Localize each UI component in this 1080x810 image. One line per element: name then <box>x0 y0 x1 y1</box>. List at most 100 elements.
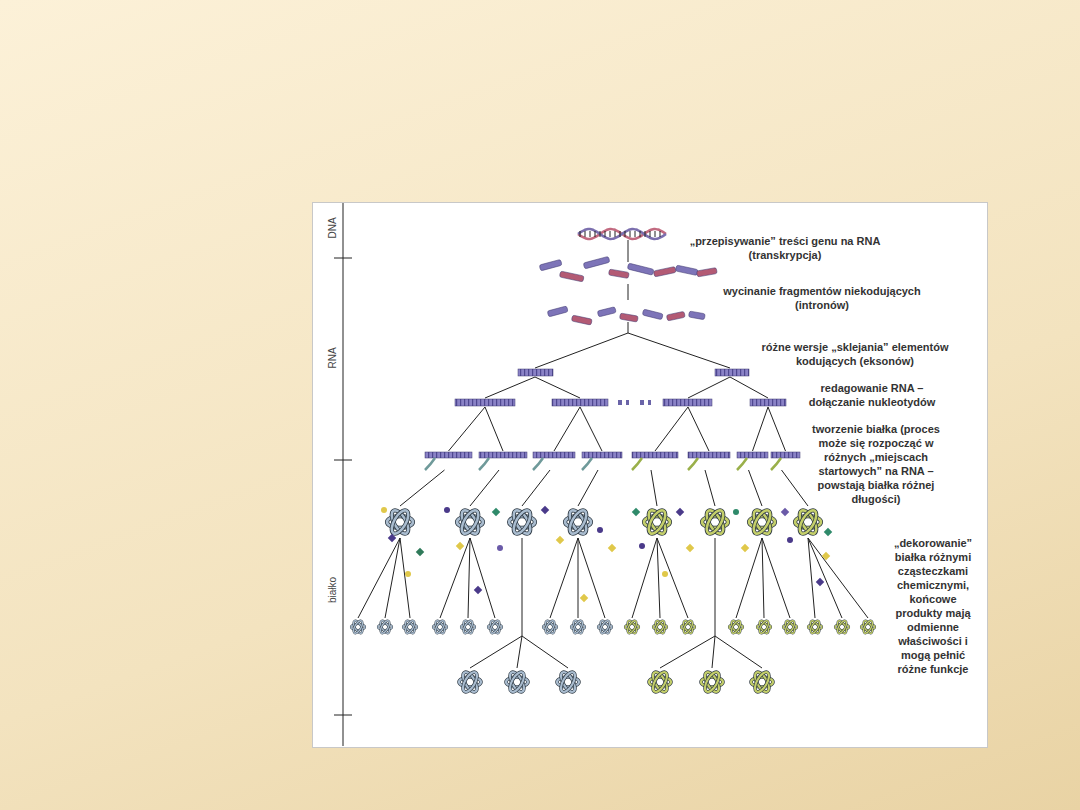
protein-loop <box>507 670 527 694</box>
protein-loop <box>626 619 638 634</box>
protein-loop <box>730 619 742 634</box>
exon-bar <box>518 369 553 376</box>
dna-rung <box>625 231 626 237</box>
protein-loop <box>599 619 611 634</box>
rna-piece <box>608 269 629 278</box>
rna-segment <box>547 306 568 317</box>
molecule <box>416 548 424 556</box>
start-tail <box>533 458 543 470</box>
protein-loop <box>458 508 481 536</box>
dna-rung <box>655 231 656 237</box>
tree-line <box>535 377 580 398</box>
tree-line <box>522 636 568 668</box>
exon-bar <box>533 452 575 458</box>
tree-line <box>655 407 688 451</box>
protein-loop <box>758 619 770 634</box>
final-protein <box>751 670 773 694</box>
protein-loop <box>352 619 364 634</box>
dna-rung <box>615 231 616 237</box>
protein-loop <box>703 508 726 536</box>
dna-rung <box>640 231 641 237</box>
protein-loop <box>388 508 411 536</box>
protein-loop <box>650 670 670 694</box>
protein-loop <box>460 670 480 694</box>
tree-line <box>808 538 868 618</box>
final-protein <box>459 670 481 694</box>
start-tail <box>582 458 592 470</box>
protein-loop <box>702 670 722 694</box>
protein-loop <box>702 670 722 694</box>
protein-loop <box>862 619 874 634</box>
axis-tick <box>334 258 352 259</box>
tree-line <box>580 407 602 451</box>
protein-loop <box>703 508 726 536</box>
small-protein <box>488 619 502 634</box>
protein-loop <box>489 619 501 634</box>
protein-loop <box>796 508 819 536</box>
protein-loop <box>809 619 821 634</box>
protein-loop <box>650 670 670 694</box>
protein-loop <box>750 508 773 536</box>
tree-line <box>554 407 580 451</box>
rna-segment <box>627 263 654 275</box>
protein-loop <box>650 670 670 694</box>
small-protein <box>403 619 417 634</box>
protein-loop <box>703 508 726 536</box>
small-protein <box>653 619 667 634</box>
protein-loop <box>730 619 742 634</box>
final-protein <box>649 670 671 694</box>
molecule <box>405 571 411 577</box>
ellipsis-dot <box>640 400 644 405</box>
tree-line <box>628 284 629 300</box>
tree-line <box>628 333 730 368</box>
protein-loop <box>626 619 638 634</box>
exon-bar <box>737 452 768 458</box>
dna-rung <box>630 231 631 237</box>
rna-piece <box>688 311 705 320</box>
dna-strand <box>578 229 666 239</box>
protein-loop <box>730 619 742 634</box>
exon-bar <box>688 452 730 458</box>
protein-loop <box>784 619 796 634</box>
tree-line <box>688 377 730 398</box>
molecule <box>597 527 603 533</box>
molecule <box>822 552 830 560</box>
rna-segment <box>666 311 685 321</box>
protein-loop <box>388 508 411 536</box>
exon-bar <box>455 399 515 406</box>
protein-loop <box>836 619 848 634</box>
step-description: tworzenie białka (proces może się rozpoc… <box>805 422 947 506</box>
axis-line <box>343 203 344 746</box>
protein-loop <box>730 619 742 634</box>
protein-loop <box>434 619 446 634</box>
molecule <box>662 571 668 577</box>
protein-loop <box>862 619 874 634</box>
small-protein <box>571 619 585 634</box>
protein <box>644 508 670 536</box>
protein-loop <box>758 619 770 634</box>
protein-loop <box>809 619 821 634</box>
tree-line <box>400 470 445 506</box>
protein-loop <box>379 619 391 634</box>
rna-piece <box>653 266 676 276</box>
exon-bar <box>663 399 712 406</box>
protein-loop <box>510 508 533 536</box>
protein-loop <box>507 670 527 694</box>
protein-loop <box>566 508 589 536</box>
step-description: „dekorowanie” białka różnymi cząsteczkam… <box>887 536 979 676</box>
protein-loop <box>682 619 694 634</box>
tree-line <box>449 407 486 451</box>
protein-loop <box>544 619 556 634</box>
dna-rung <box>600 231 601 237</box>
tree-line <box>712 636 715 668</box>
exon-bar <box>582 452 622 458</box>
protein-loop <box>796 508 819 536</box>
molecule <box>497 545 503 551</box>
protein-loop <box>460 670 480 694</box>
final-protein <box>701 670 723 694</box>
molecule <box>608 544 616 552</box>
protein-loop <box>558 670 578 694</box>
small-protein <box>378 619 392 634</box>
protein <box>749 508 775 536</box>
molecule <box>388 534 396 542</box>
